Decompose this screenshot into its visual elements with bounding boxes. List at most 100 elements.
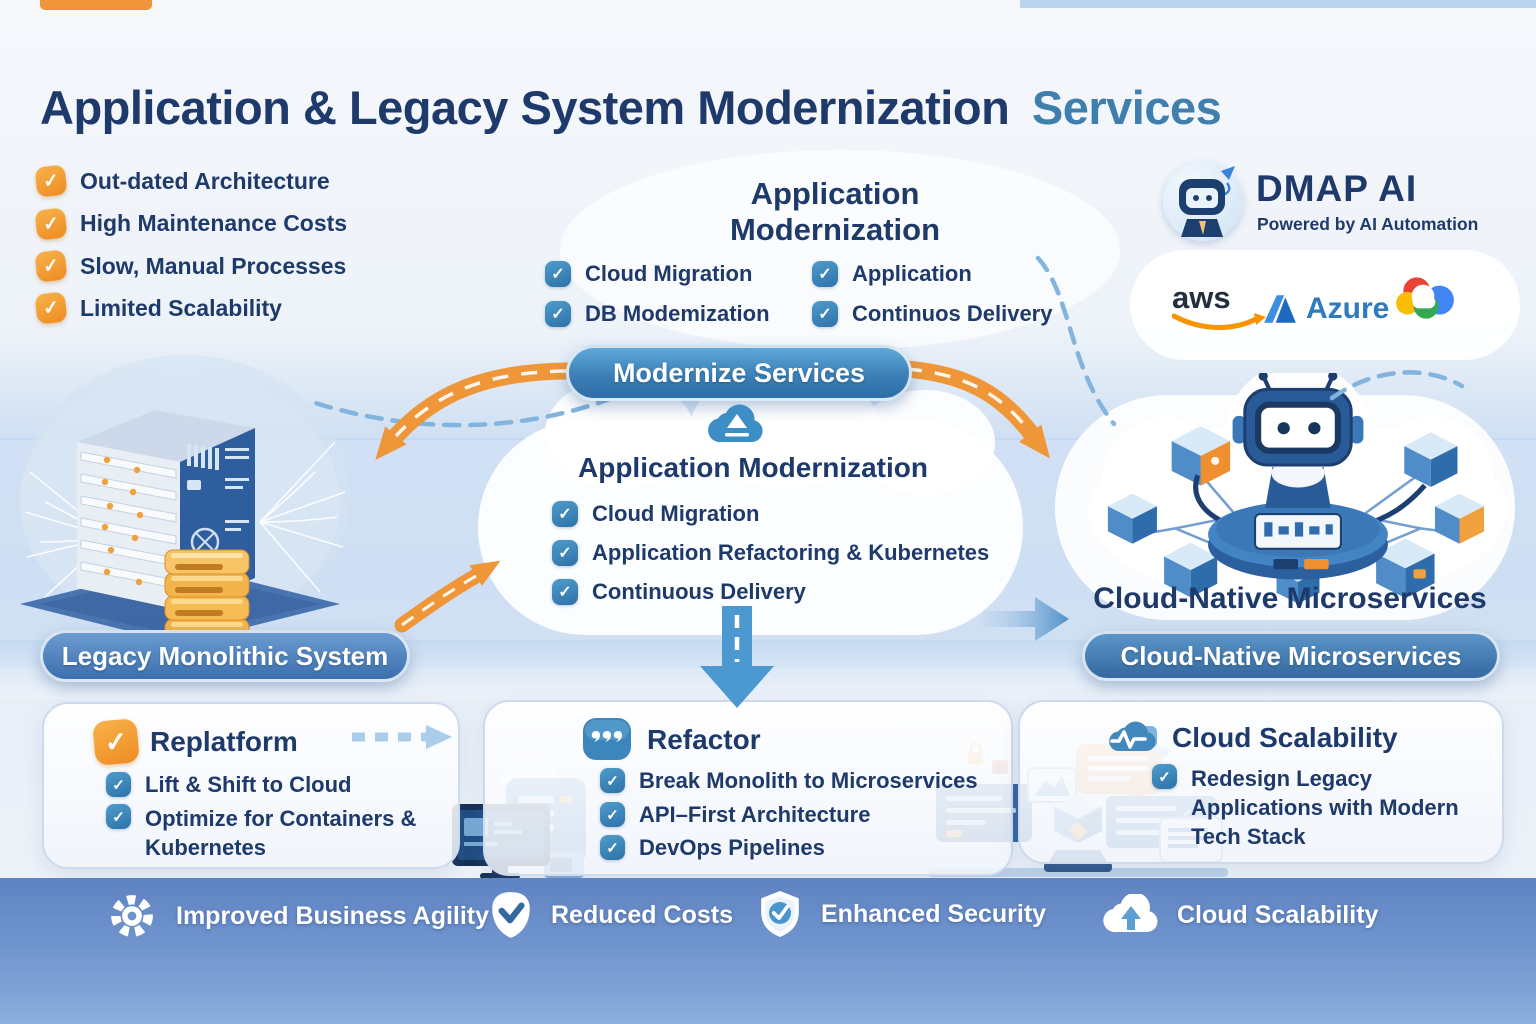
footer-benefit-agility: Improved Business Agility: [108, 892, 489, 940]
check-icon: ✓: [600, 768, 625, 794]
pain-point-label: Limited Scalability: [80, 295, 282, 322]
page-title-main: Application & Legacy System Modernizatio…: [40, 81, 1010, 134]
refactor-quotes-icon: [583, 718, 631, 760]
microservices-label[interactable]: Cloud-Native Microservices: [1082, 631, 1500, 681]
cloud-upload-icon: [1103, 894, 1158, 933]
list-item: ✓ Redesign Legacy Applications with Moder…: [1152, 764, 1491, 851]
pain-points-list: ✓Out-dated Architecture ✓High Maintenanc…: [34, 164, 348, 325]
orange-arrow-up: [394, 560, 501, 633]
pain-point-item: ✓ Limited Scalability: [34, 291, 347, 325]
top-blue-strip: [1020, 0, 1536, 8]
list-item: ✓ Application Refactoring & Kubernetes: [552, 538, 989, 567]
badge-check-icon: [492, 892, 530, 938]
blue-down-arrow: [700, 606, 774, 708]
list-item-label: API–First Architecture: [639, 802, 871, 827]
list-item: ✓ Lift & Shift to Cloud: [106, 770, 352, 799]
footer-benefit-label: Reduced Costs: [551, 900, 733, 929]
list-item-label: Application: [852, 261, 972, 286]
footer-benefit-security: Enhanced Security: [757, 888, 1046, 940]
cloud-pulse-icon: [1109, 721, 1157, 752]
aws-label: aws: [1172, 280, 1231, 315]
check-icon: ✓: [545, 260, 571, 287]
pain-point-item: ✓High Maintenance Costs: [34, 207, 348, 241]
central-cloud-list: ✓ Cloud Migration ✓ Application Refactorin…: [552, 499, 989, 606]
check-icon: ✓: [34, 291, 68, 325]
list-item: ✓ Continuous Delivery: [552, 577, 989, 606]
azure-icon: [1264, 295, 1296, 323]
brand-name: DMAP AI: [1256, 168, 1418, 209]
central-cloud-heading: Application Modernization: [578, 452, 928, 483]
refactor-card-title: Refactor: [647, 724, 761, 755]
footer-benefit-label: Cloud Scalability: [1177, 900, 1379, 929]
modernize-services-button[interactable]: Modernize Services: [566, 345, 912, 401]
list-item-label: Continuos Delivery: [852, 301, 1053, 327]
azure-logo: Azure: [1262, 292, 1389, 326]
dmap-robot-logo: [1163, 161, 1243, 241]
app-modernization-col2: ✓ Application ✓ Continuos Delivery: [812, 259, 1052, 328]
list-item-label: Application Refactoring & Kubernetes: [592, 540, 990, 566]
check-icon: ✓: [552, 578, 578, 605]
app-modernization-heading: Application Modernization: [729, 176, 941, 247]
cloud-upload-icon: [708, 404, 763, 443]
footer-benefit-label: Improved Business Agility: [176, 901, 490, 930]
list-item-label: Optimize for Containers & Kubernetes: [145, 806, 417, 861]
cloud-scalability-card-title: Cloud Scalability: [1172, 722, 1398, 753]
microservices-caption: Cloud-Native Microservices: [1093, 582, 1487, 615]
list-item: ✓ Break Monolith to Microservices: [600, 766, 978, 795]
check-icon: ✓: [812, 260, 838, 287]
app-modernization-col1: ✓ Cloud Migration ✓DB Modemization: [545, 259, 770, 328]
top-orange-strip: [40, 0, 152, 10]
legacy-monolithic-label[interactable]: Legacy Monolithic System: [40, 630, 410, 682]
check-icon: ✓: [34, 249, 68, 283]
list-item-label: Cloud Migration: [585, 261, 753, 286]
footer-benefit-label: Enhanced Security: [821, 899, 1047, 928]
footer-benefit-scalability: Cloud Scalability: [1103, 894, 1378, 936]
pain-point-item: ✓ Slow, Manual Processes: [34, 249, 347, 283]
list-item: ✓ Optimize for Containers & Kubernetes: [106, 804, 445, 862]
check-icon: ✓: [552, 539, 578, 566]
list-item: ✓DB Modemization: [545, 299, 770, 328]
check-icon: ✓: [106, 804, 131, 829]
pain-point-label: High Maintenance Costs: [80, 210, 348, 237]
list-item: ✓ Cloud Migration: [545, 259, 770, 288]
google-cloud-icon: [1396, 277, 1454, 319]
list-item-label: Cloud Migration: [592, 501, 760, 526]
page-title-accent: Services: [1031, 81, 1222, 134]
replatform-card: ✓ Replatform ✓Lift & Shift to Cloud ✓Opt…: [42, 702, 460, 869]
check-icon: ✓: [34, 164, 68, 198]
list-item-label: Break Monolith to Microservices: [639, 768, 978, 793]
orange-arrow-left: [375, 362, 575, 460]
check-icon: ✓: [812, 300, 838, 327]
legacy-server-illustration: [20, 372, 345, 647]
list-item: ✓ DevOps Pipelines: [600, 833, 825, 862]
microservices-robot-illustration: [1088, 373, 1508, 603]
check-icon: ✓: [552, 500, 578, 527]
azure-label: Azure: [1306, 292, 1390, 325]
pain-point-label: Slow, Manual Processes: [80, 252, 347, 279]
robot-avatar-icon: [1179, 166, 1235, 237]
check-icon: ✓: [600, 802, 625, 828]
aws-logo: aws: [1171, 280, 1266, 338]
pain-point-item: ✓ Out-dated Architecture: [34, 164, 347, 198]
check-icon: ✓: [1152, 764, 1177, 789]
list-item: ✓ Application: [812, 259, 1052, 288]
list-item: ✓ Cloud Migration: [552, 499, 989, 528]
footer-benefit-costs: Reduced Costs: [489, 890, 733, 940]
list-item-label: Lift & Shift to Cloud: [145, 772, 352, 797]
blue-right-arrow: [983, 597, 1069, 641]
check-icon: ✓: [92, 718, 140, 766]
aws-smile-icon: [1171, 313, 1266, 330]
replatform-card-title: Replatform: [150, 726, 298, 757]
refactor-card: Refactor ✓ Break Monolith to Microservice…: [483, 700, 1013, 876]
shield-check-icon: [761, 891, 799, 937]
check-icon: ✓: [106, 772, 131, 798]
list-item: ✓ Continuos Delivery: [812, 299, 1052, 328]
list-item-label: Redesign Legacy Applications with Modern…: [1191, 766, 1459, 850]
list-item-label: DB Modemization: [585, 301, 770, 327]
page-title: Application & Legacy System Modernizatio…: [40, 80, 1222, 135]
list-item-label: DevOps Pipelines: [639, 835, 825, 860]
list-item-label: Continuous Delivery: [592, 579, 806, 605]
pain-point-label: Out-dated Architecture: [80, 168, 330, 194]
check-icon: ✓: [600, 835, 625, 861]
